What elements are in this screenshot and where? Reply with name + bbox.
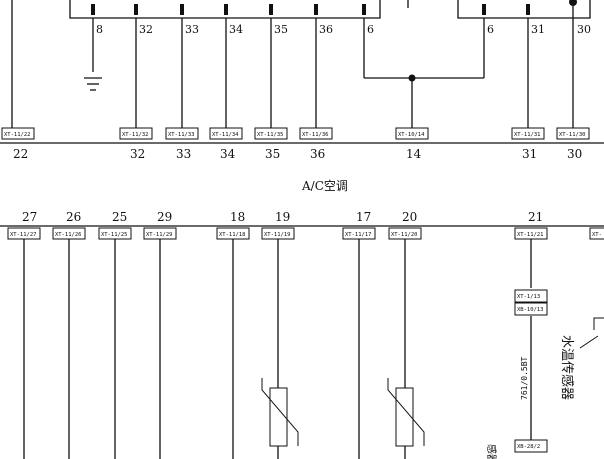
- pin-label: 35: [274, 23, 288, 36]
- connector-bottom: XB-28/2: [514, 439, 548, 453]
- tag-29: XT-11/29: [143, 227, 177, 240]
- svg-text:XT-10/14: XT-10/14: [398, 132, 425, 138]
- svg-text:XB-28/2: XB-28/2: [517, 444, 540, 450]
- circuit-number: 20: [402, 210, 417, 224]
- tag-31: XT-11/31: [511, 127, 545, 140]
- sensor-label: 水温传感器: [559, 335, 575, 400]
- tag-21: XT-11/21: [514, 227, 548, 240]
- svg-text:XT-11/25: XT-11/25: [101, 232, 128, 238]
- svg-text:XT-11/30: XT-11/30: [559, 132, 586, 138]
- circuit-number: 35: [265, 147, 280, 161]
- circuit-number: 14: [406, 147, 422, 161]
- pin-label: 31: [531, 23, 545, 36]
- pin-label: 32: [139, 23, 153, 36]
- circuit-number: 27: [22, 210, 37, 224]
- tag-27: XT-11/27: [7, 227, 41, 240]
- svg-text:XT-11/33: XT-11/33: [168, 132, 195, 138]
- circuit-number: 31: [522, 147, 537, 161]
- tag-18: XT-11/18: [216, 227, 250, 240]
- svg-text:XT-11/20: XT-11/20: [391, 232, 418, 238]
- tag-19: XT-11/19: [261, 227, 295, 240]
- svg-text:XT-11/26: XT-11/26: [55, 232, 82, 238]
- svg-text:XT-11/18: XT-11/18: [219, 232, 246, 238]
- tag-14: XT-10/14: [395, 127, 429, 140]
- tag-25: XT-11/25: [98, 227, 132, 240]
- pin-label: 6: [487, 23, 494, 36]
- svg-text:XT-11/27: XT-11/27: [10, 232, 37, 238]
- svg-text:XB-10/13: XB-10/13: [517, 307, 544, 313]
- svg-text:XT-11/19: XT-11/19: [264, 232, 291, 238]
- tag-32: XT-11/32: [119, 127, 153, 140]
- sensor-thermistor-icon: [579, 317, 604, 349]
- circuit-number: 36: [310, 147, 325, 161]
- circuit-number: 30: [567, 147, 582, 161]
- thermistor-icon: [387, 378, 425, 447]
- tag-33: XT-11/33: [165, 127, 199, 140]
- circuit-number: 34: [220, 147, 236, 161]
- wire-label: 761/0.5BT: [520, 356, 529, 400]
- circuit-number: 26: [66, 210, 81, 224]
- svg-text:XT-11/29: XT-11/29: [146, 232, 173, 238]
- terminals-top: [91, 0, 577, 15]
- tag-36: XT-11/36: [299, 127, 333, 140]
- svg-text:XT-: XT-: [592, 232, 602, 238]
- pin-label: 8: [96, 23, 103, 36]
- svg-text:XT-11/31: XT-11/31: [514, 132, 541, 138]
- tag-35: XT-11/35: [254, 127, 288, 140]
- svg-text:XT-11/22: XT-11/22: [4, 132, 31, 138]
- tag-22: XT-11/22: [1, 127, 35, 140]
- connector-21: XT-1/13 XB-10/13: [514, 289, 548, 316]
- svg-text:XT-11/17: XT-11/17: [345, 232, 372, 238]
- thermistor-icon: [261, 378, 299, 447]
- svg-text:XT-11/34: XT-11/34: [212, 132, 239, 138]
- pin-label: 30: [577, 23, 591, 36]
- svg-text:XT-11/21: XT-11/21: [517, 232, 544, 238]
- tag-20: XT-11/20: [388, 227, 422, 240]
- tag-partial: XT-: [589, 227, 604, 240]
- module-right-outline: [457, 0, 591, 19]
- svg-text:XT-11/32: XT-11/32: [122, 132, 149, 138]
- pin-label: 6: [367, 23, 374, 36]
- circuit-number: 32: [130, 147, 145, 161]
- pin-label: 33: [185, 23, 199, 36]
- pin-label: 34: [229, 23, 243, 36]
- svg-text:XT-1/13: XT-1/13: [517, 294, 540, 300]
- tag-26: XT-11/26: [52, 227, 86, 240]
- pin-label: 36: [319, 23, 333, 36]
- circuit-number: 22: [13, 147, 28, 161]
- bottom-label: 感器: [485, 444, 498, 459]
- svg-text:XT-11/36: XT-11/36: [302, 132, 329, 138]
- circuit-number: 18: [230, 210, 245, 224]
- circuit-number: 19: [275, 210, 290, 224]
- tag-17: XT-11/17: [342, 227, 376, 240]
- circuit-number: 25: [112, 210, 127, 224]
- circuit-number: 29: [157, 210, 172, 224]
- ground-icon: [84, 77, 102, 91]
- circuit-number: 33: [176, 147, 191, 161]
- section-title: A/C空调: [301, 179, 348, 193]
- circuit-number: 21: [528, 210, 543, 224]
- module-outline: [69, 0, 381, 19]
- tag-30: XT-11/30: [556, 127, 590, 140]
- tag-34: XT-11/34: [209, 127, 243, 140]
- circuit-number: 17: [356, 210, 371, 224]
- svg-text:XT-11/35: XT-11/35: [257, 132, 284, 138]
